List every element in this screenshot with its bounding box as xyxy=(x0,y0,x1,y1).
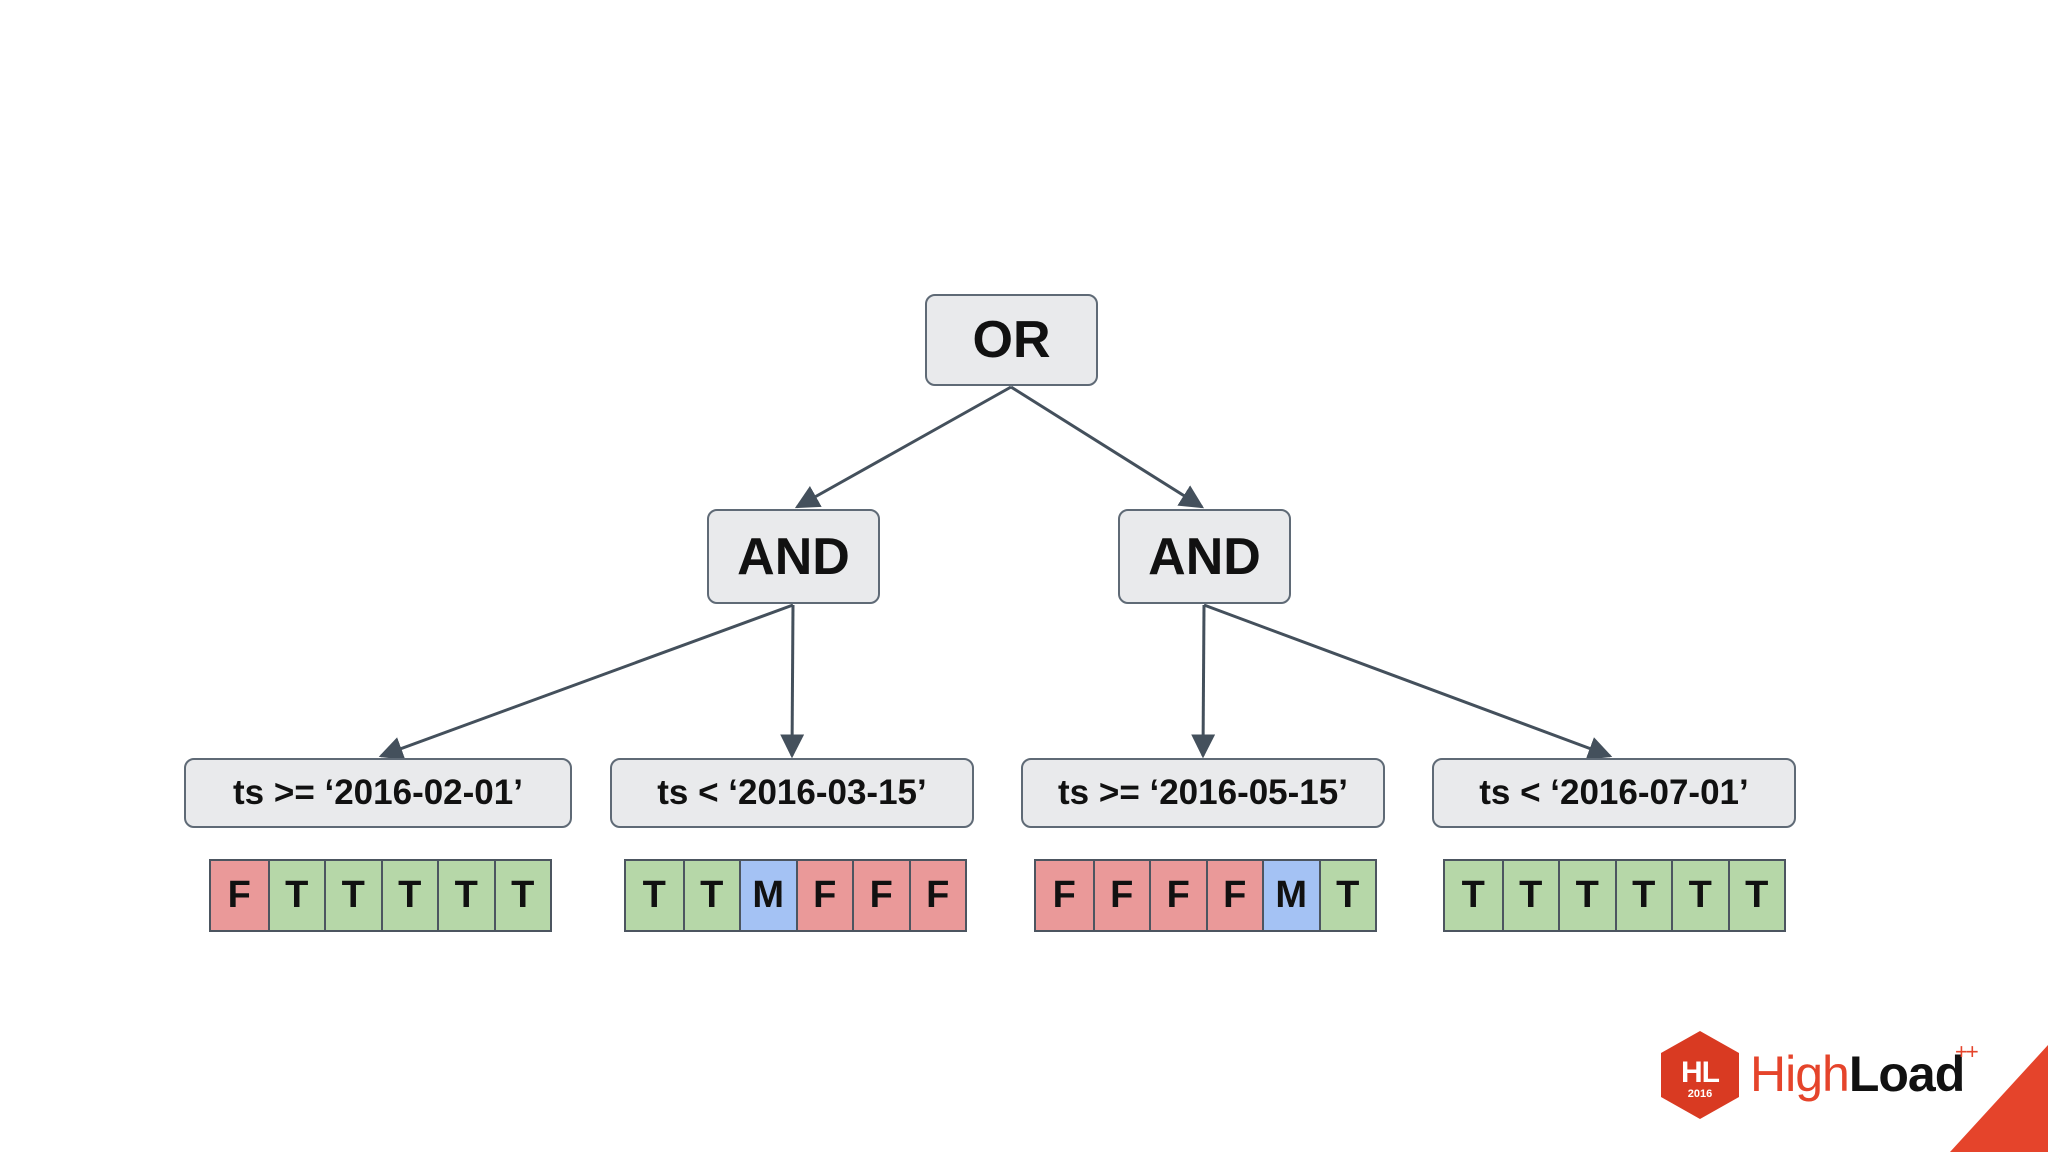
value-cell: T xyxy=(1318,861,1375,930)
value-cell: T xyxy=(437,861,494,930)
value-cell: M xyxy=(739,861,796,930)
highload-logo: HL 2016 HighLoad ++ xyxy=(1655,1025,2048,1152)
value-cell: T xyxy=(324,861,381,930)
edge-or-to-and-right xyxy=(1010,385,1205,509)
value-cell: T xyxy=(1445,861,1502,930)
edge-or-to-and-left xyxy=(794,385,1012,509)
or-node: OR xyxy=(925,294,1098,386)
edge-and-left-to-cond-2 xyxy=(780,604,805,759)
value-cell: T xyxy=(1558,861,1615,930)
value-cell: F xyxy=(908,861,965,930)
condition-node-1: ts >= ‘2016-02-01’ xyxy=(184,758,572,828)
value-cell: M xyxy=(1262,861,1319,930)
value-cell: F xyxy=(852,861,909,930)
value-cell: T xyxy=(1501,861,1558,930)
value-cell: T xyxy=(1614,861,1671,930)
logo-word-bold: Load xyxy=(1848,1046,1965,1102)
logo-word-light: High xyxy=(1750,1046,1850,1102)
value-cell: F xyxy=(211,861,268,930)
value-cell: T xyxy=(493,861,550,930)
value-row-1: F T T T T T xyxy=(209,859,552,932)
condition-node-3: ts >= ‘2016-05-15’ xyxy=(1021,758,1385,828)
value-cell: F xyxy=(795,861,852,930)
value-cell: T xyxy=(267,861,324,930)
value-cell: T xyxy=(682,861,739,930)
value-cell: F xyxy=(1036,861,1093,930)
logo-badge-text: HL xyxy=(1681,1056,1720,1089)
and-node-right: AND xyxy=(1118,509,1291,604)
value-row-2: T T M F F F xyxy=(624,859,967,932)
value-cell: F xyxy=(1205,861,1262,930)
value-cell: T xyxy=(626,861,683,930)
edge-and-right-to-cond-4 xyxy=(1203,603,1613,760)
edge-and-right-to-cond-3 xyxy=(1191,604,1216,759)
condition-node-4: ts < ‘2016-07-01’ xyxy=(1432,758,1796,828)
and-node-left: AND xyxy=(707,509,880,604)
logo-superscript: ++ xyxy=(1955,1039,1979,1064)
value-row-4: T T T T T T xyxy=(1443,859,1786,932)
edge-and-left-to-cond-1 xyxy=(378,603,794,760)
condition-node-2: ts < ‘2016-03-15’ xyxy=(610,758,974,828)
logo-year: 2016 xyxy=(1687,1088,1713,1100)
value-cell: T xyxy=(380,861,437,930)
value-cell: F xyxy=(1092,861,1149,930)
logo-hexagon-icon xyxy=(1661,1031,1739,1119)
value-cell: T xyxy=(1671,861,1728,930)
value-cell: F xyxy=(1149,861,1206,930)
corner-accent-shape xyxy=(1950,1045,2048,1152)
logo-wordmark: HighLoad xyxy=(1750,1045,1965,1103)
value-cell: T xyxy=(1727,861,1784,930)
value-row-3: F F F F M T xyxy=(1034,859,1377,932)
